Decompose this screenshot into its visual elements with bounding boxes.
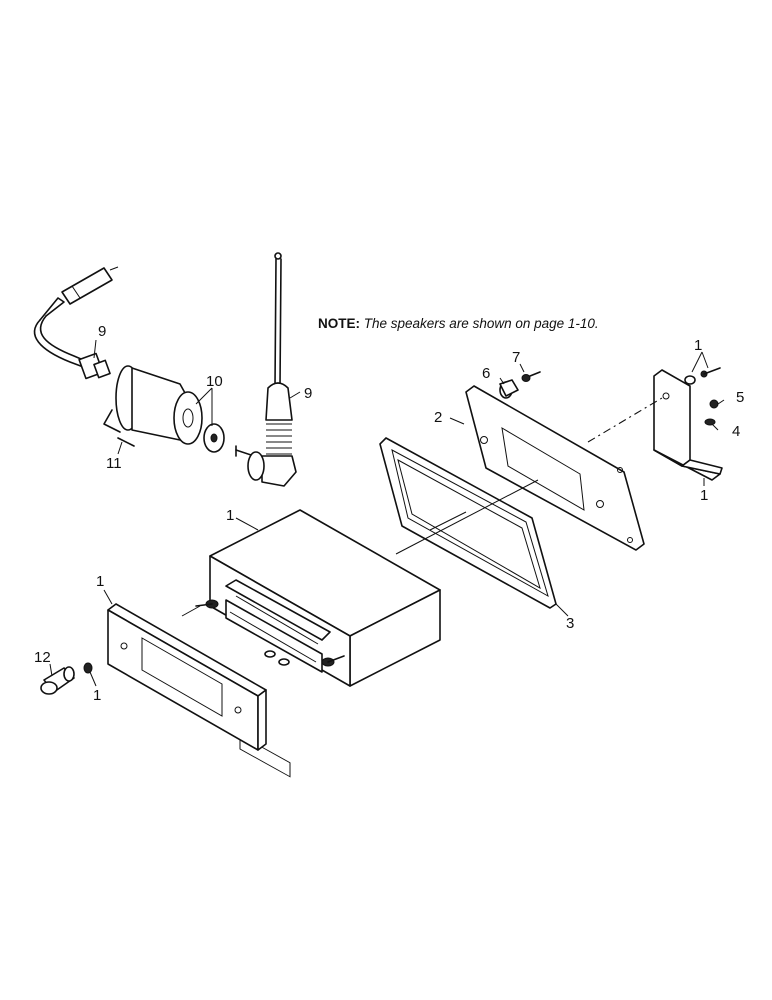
note: NOTE: The speakers are shown on page 1-1… (318, 316, 599, 331)
leader-lines (49, 339, 725, 687)
spacer-and-screw (499, 371, 541, 399)
callout-front-bezel: 1 (96, 573, 104, 590)
whip-antenna (247, 252, 297, 487)
callout-knob-washer: 1 (93, 687, 101, 704)
antenna-cable (33, 266, 119, 380)
radio-housing (195, 509, 441, 778)
callout-base-screw: 11 (106, 455, 122, 472)
note-label: NOTE: (318, 316, 360, 331)
callout-nut: 5 (736, 389, 744, 406)
note-text: The speakers are shown on page 1-10. (363, 316, 599, 331)
assembly-lines (181, 397, 663, 617)
callout-mount-bracket: 1 (700, 487, 708, 504)
callout-bracket-screws: 1 (694, 337, 702, 354)
mount-bracket (653, 367, 723, 481)
callout-numbers: 1 1 1 1 1 2 3 4 5 6 7 9 9 10 11 12 (34, 323, 744, 704)
callout-radio-housing: 1 (226, 507, 234, 524)
antenna-base-assembly (103, 365, 261, 459)
callout-rear-plate: 2 (434, 409, 442, 426)
callout-gasket: 3 (566, 615, 574, 632)
rear-plate (465, 385, 645, 551)
front-bezel (107, 603, 267, 751)
callout-spacer: 6 (482, 365, 490, 382)
callout-knob: 12 (34, 649, 51, 666)
callout-antenna: 9 (304, 385, 312, 402)
callout-plate-screw: 7 (512, 349, 520, 366)
callout-cable-connector: 9 (98, 323, 106, 340)
knob-assembly (40, 662, 93, 695)
callout-antenna-base-parts: 10 (206, 373, 223, 390)
callout-lockwasher: 4 (732, 423, 740, 440)
